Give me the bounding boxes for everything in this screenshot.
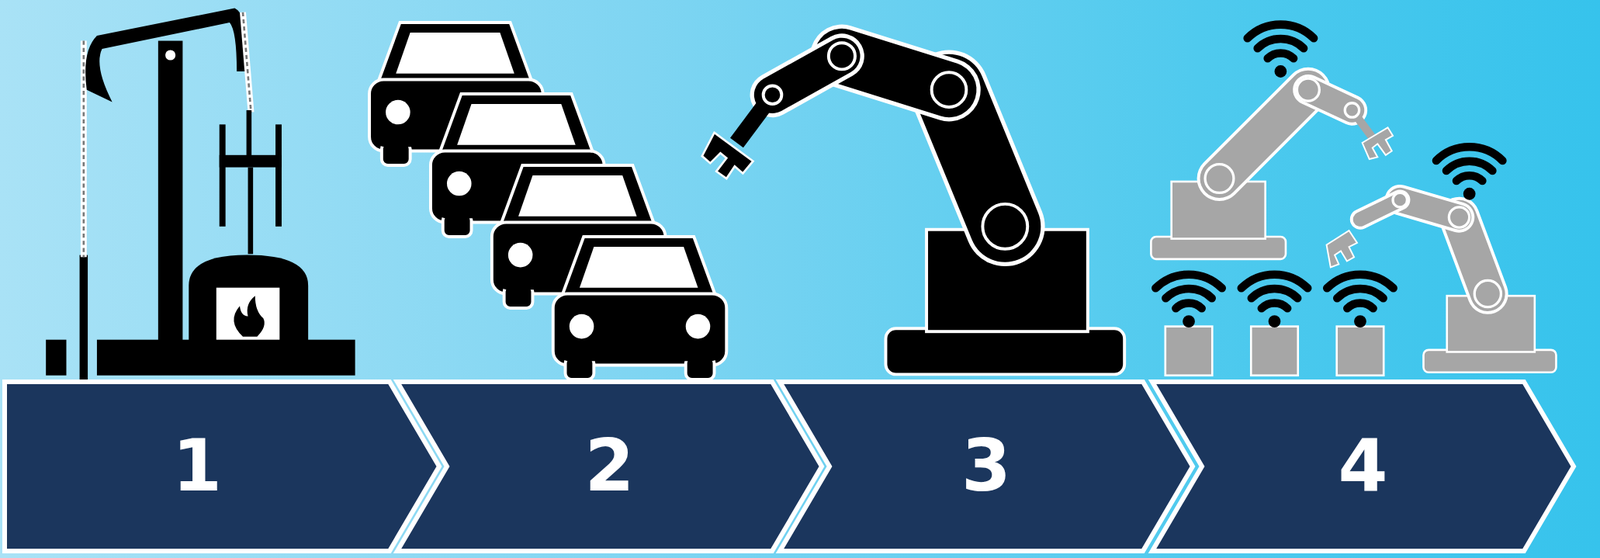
car-icons [369,22,727,380]
smart-factory-icon [1150,24,1556,376]
chevron-outline [4,381,440,551]
chevron-outline [397,381,822,551]
robot-arm-icon [702,42,1125,375]
chevron-shape [4,381,440,551]
steam-engine-icon [45,8,355,380]
stage-chevron: 3 [779,381,1193,551]
stage-chevron: 2 [397,381,822,551]
stage-chevron: 4 [1152,381,1574,551]
stage-number: 4 [1337,430,1388,503]
stage-number: 2 [584,430,634,503]
stage-number: 3 [961,430,1012,503]
chevron-outline [1152,381,1574,551]
chevron-outline [779,381,1193,551]
stage-number: 1 [172,430,222,503]
stage-chevron: 1 [4,381,440,551]
